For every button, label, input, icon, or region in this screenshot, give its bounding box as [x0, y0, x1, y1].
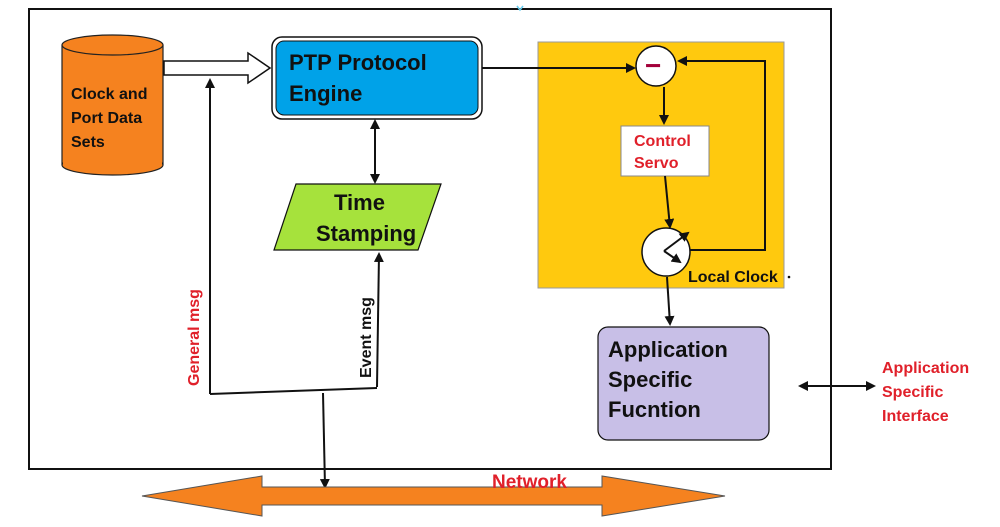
application-label-line3: Fucntion — [608, 397, 701, 422]
application-label-line2: Specific — [608, 367, 692, 392]
servo-to-clock-arrow — [664, 175, 675, 229]
ptp-engine-box — [275, 40, 479, 116]
network-arrow — [141, 475, 726, 517]
control-servo-label-line1: Control — [634, 133, 691, 150]
application-label-line1: Application — [608, 337, 728, 362]
general-msg-label: General msg — [186, 289, 203, 386]
clock-hand-short — [663, 250, 682, 264]
clock-hand-long — [663, 231, 690, 252]
clock-port-database — [61, 34, 164, 176]
database-label-line3: Sets — [71, 134, 105, 151]
application-function-box — [597, 326, 770, 441]
event-msg-label: Event msg — [358, 297, 375, 378]
feedback-loop-line — [677, 56, 766, 251]
time-stamping-box — [273, 183, 442, 251]
control-servo-label-line2: Servo — [634, 155, 679, 172]
network-label: Network — [492, 472, 567, 493]
event-msg-line — [373, 252, 384, 388]
database-label-line2: Port Data — [71, 110, 142, 127]
time-stamping-label-line2: Stamping — [316, 221, 416, 246]
top-marker — [516, 5, 524, 12]
message-bus-line — [209, 387, 378, 395]
clock-to-application-arrow — [664, 276, 675, 326]
database-top — [61, 34, 164, 56]
bus-to-network-arrow — [319, 392, 330, 489]
database-to-engine-arrow — [163, 51, 272, 85]
local-clock-label: Local Clock — [688, 269, 778, 286]
control-servo-box — [620, 125, 710, 177]
interface-label-line2: Specific — [882, 384, 943, 401]
ptp-engine-label-line1: PTP Protocol — [289, 50, 427, 75]
minus-sign: − — [645, 50, 661, 81]
ptp-engine-label-line2: Engine — [289, 81, 362, 106]
subtractor-circle — [635, 45, 677, 87]
database-label-line1: Clock and — [71, 86, 147, 103]
interface-label-line1: Application — [882, 360, 969, 377]
time-stamping-label-line1: Time — [334, 190, 385, 215]
interface-label-line3: Interface — [882, 408, 949, 425]
label-dot — [787, 275, 791, 279]
